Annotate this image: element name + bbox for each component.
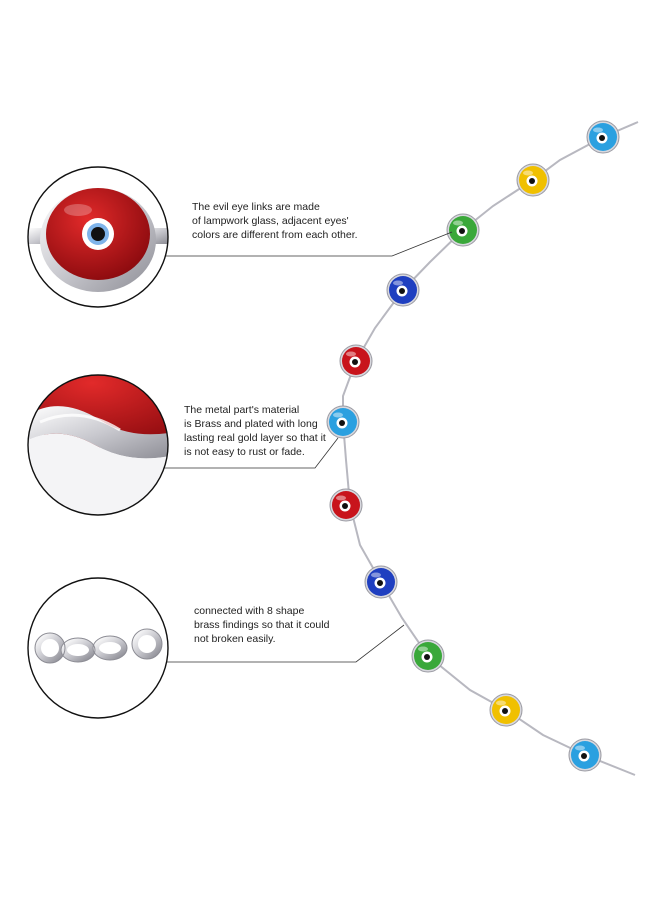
detail-circle-connector: [27, 577, 169, 719]
evil-eye-bead: [386, 273, 420, 307]
evil-eye-bead: [568, 738, 602, 772]
leader-line-2: [160, 437, 339, 469]
leader-lines: [160, 231, 453, 663]
detail-circle-metal: [27, 374, 169, 516]
callout-glass-text: The evil eye links are made of lampwork …: [192, 201, 358, 241]
callout-connector-text: connected with 8 shape brass findings so…: [194, 605, 330, 645]
evil-eye-bead: [364, 565, 398, 599]
detail-circle-eye: [27, 166, 169, 308]
evil-eye-bead: [586, 120, 620, 154]
evil-eye-bead: [329, 488, 363, 522]
evil-eye-chain: [326, 120, 620, 772]
evil-eye-bead: [516, 163, 550, 197]
leader-line-1: [160, 231, 453, 257]
evil-eye-bead: [446, 213, 480, 247]
evil-eye-bead: [326, 405, 360, 439]
evil-eye-bead: [411, 639, 445, 673]
evil-eye-bead: [339, 344, 373, 378]
evil-eye-bead: [489, 693, 523, 727]
callout-metal-text: The metal part's material is Brass and p…: [184, 404, 326, 458]
leader-line-3: [160, 624, 405, 663]
